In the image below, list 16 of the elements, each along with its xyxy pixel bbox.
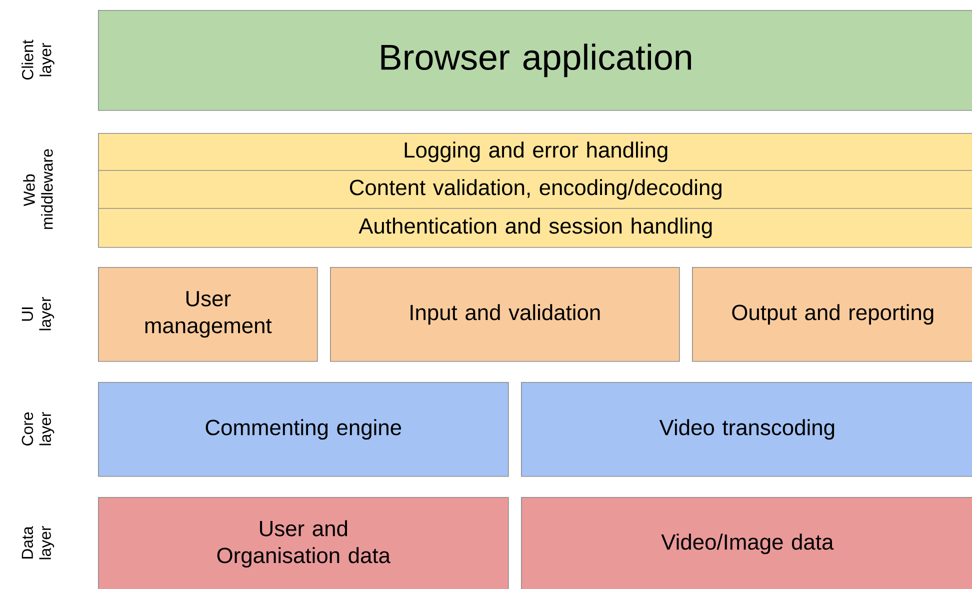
layer-box: Authentication and session handling [98, 208, 972, 248]
layer-box: Logging and error handling [98, 133, 972, 171]
layer-label: Client layer [22, 40, 54, 80]
layer-box: Video transcoding [521, 382, 972, 477]
layer-box: User and Organisation data [98, 497, 509, 589]
layer-box: Output and reporting [692, 267, 972, 362]
layer-box: Input and validation [330, 267, 680, 362]
layer-box: Browser application [98, 10, 972, 111]
layer-label: Web middleware [23, 149, 53, 229]
layer-label: Data layer [22, 526, 54, 560]
layer-box: Commenting engine [98, 382, 509, 477]
layer-box: User management [98, 267, 318, 362]
layer-box: Content validation, encoding/decoding [98, 170, 972, 209]
layer-box: Video/Image data [521, 497, 972, 589]
layer-label: UI layer [22, 297, 54, 330]
layer-label: Core layer [22, 412, 54, 446]
